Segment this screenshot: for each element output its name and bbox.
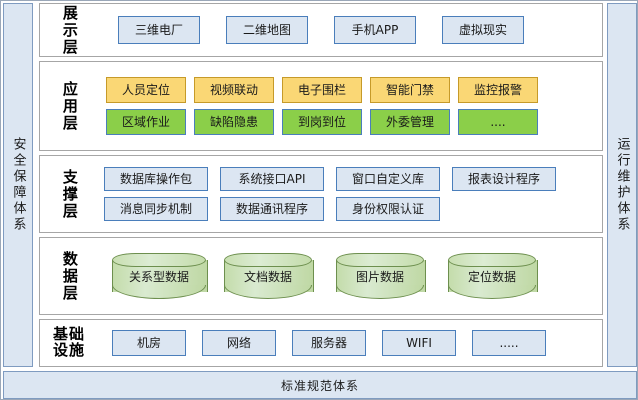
layer-label-presentation: 展示层 xyxy=(40,4,98,56)
node-chip[interactable]: 身份权限认证 xyxy=(336,197,440,221)
bottom-bar-label: 标准规范体系 xyxy=(280,378,359,393)
node-chip-label: 虚拟现实 xyxy=(458,23,507,37)
left-rail-security-assurance: 安全保障体系 xyxy=(3,3,33,367)
node-chip-label: 数据库操作包 xyxy=(119,172,192,186)
layer-label-text: 支撑层 xyxy=(60,168,79,220)
node-chip[interactable]: 数据库操作包 xyxy=(104,167,208,191)
layer-row: 人员定位 视频联动 电子围栏 智能门禁 监控报警 xyxy=(98,77,602,103)
node-chip[interactable]: .... xyxy=(458,109,538,135)
node-chip[interactable]: 人员定位 xyxy=(106,77,186,103)
left-rail-label: 安全保障体系 xyxy=(10,137,26,233)
node-chip-label: ..... xyxy=(499,336,519,350)
layer-support: 支撑层 数据库操作包 系统接口API 窗口自定义库 报表设计程序消息同步机制 数据通讯程序… xyxy=(39,155,603,233)
layer-label-infrastructure: 基础设施 xyxy=(40,320,98,366)
node-chip-label: 外委管理 xyxy=(385,115,434,129)
layer-data: 数据层 关系型数据 文档数据 图片数据 定位数据 xyxy=(39,237,603,315)
node-chip-label: 身份权限认证 xyxy=(351,202,424,216)
layer-infrastructure: 基础设施 机房 网络 服务器 WIFI..... xyxy=(39,319,603,367)
node-chip[interactable]: 消息同步机制 xyxy=(104,197,208,221)
node-chip-label: 系统接口API xyxy=(238,172,306,186)
layer-application: 应用层 人员定位 视频联动 电子围栏 智能门禁 监控报警区域作业 缺陷隐患 到岗到位 外委管理.… xyxy=(39,61,603,151)
cylinder-label: 定位数据 xyxy=(467,269,516,284)
layer-row: 区域作业 缺陷隐患 到岗到位 外委管理.... xyxy=(98,109,602,135)
node-chip-label: 三维电厂 xyxy=(134,23,183,37)
layer-row: 消息同步机制 数据通讯程序 身份权限认证 xyxy=(98,197,602,221)
data-cylinder[interactable]: 图片数据 xyxy=(336,253,426,299)
layer-label-support: 支撑层 xyxy=(40,156,98,232)
node-chip[interactable]: 三维电厂 xyxy=(118,16,200,44)
layer-label-application: 应用层 xyxy=(40,62,98,150)
cylinder-top-ellipse xyxy=(112,253,206,267)
node-chip[interactable]: 手机APP xyxy=(334,16,416,44)
node-chip-label: 网络 xyxy=(226,336,251,350)
data-cylinder[interactable]: 关系型数据 xyxy=(112,253,208,299)
cylinder-top-ellipse xyxy=(448,253,536,267)
node-chip[interactable]: 二维地图 xyxy=(226,16,308,44)
node-chip[interactable]: 数据通讯程序 xyxy=(220,197,324,221)
data-cylinder[interactable]: 文档数据 xyxy=(224,253,314,299)
node-chip[interactable]: 网络 xyxy=(202,330,276,356)
node-chip-label: 二维地图 xyxy=(242,23,291,37)
node-chip[interactable]: 窗口自定义库 xyxy=(336,167,440,191)
node-chip-label: 手机APP xyxy=(351,23,399,37)
node-chip[interactable]: 区域作业 xyxy=(106,109,186,135)
layer-label-text: 数据层 xyxy=(60,250,79,302)
node-chip-label: 智能门禁 xyxy=(385,83,434,97)
layer-body-application: 人员定位 视频联动 电子围栏 智能门禁 监控报警区域作业 缺陷隐患 到岗到位 外委管理.... xyxy=(98,62,602,150)
node-chip-label: 服务器 xyxy=(310,336,347,350)
node-chip-label: 数据通讯程序 xyxy=(235,202,308,216)
cylinder-label: 关系型数据 xyxy=(128,269,189,284)
cylinder-top-ellipse xyxy=(224,253,312,267)
layer-body-data: 关系型数据 文档数据 图片数据 定位数据 xyxy=(98,238,602,314)
layer-label-text: 基础设施 xyxy=(52,325,85,359)
layer-body-support: 数据库操作包 系统接口API 窗口自定义库 报表设计程序消息同步机制 数据通讯程序 身份权… xyxy=(98,156,602,232)
layer-label-text: 展示层 xyxy=(60,4,79,56)
node-chip[interactable]: 虚拟现实 xyxy=(442,16,524,44)
node-chip[interactable]: ..... xyxy=(472,330,546,356)
layer-label-data: 数据层 xyxy=(40,238,98,314)
node-chip-label: 窗口自定义库 xyxy=(351,172,424,186)
node-chip-label: 区域作业 xyxy=(121,115,170,129)
node-chip-label: WIFI xyxy=(406,336,432,350)
node-chip[interactable]: 监控报警 xyxy=(458,77,538,103)
right-rail-label: 运行维护体系 xyxy=(614,137,630,233)
node-chip[interactable]: 服务器 xyxy=(292,330,366,356)
node-chip-label: 报表设计程序 xyxy=(467,172,540,186)
node-chip[interactable]: 机房 xyxy=(112,330,186,356)
node-chip-label: 消息同步机制 xyxy=(119,202,192,216)
node-chip-label: 视频联动 xyxy=(209,83,258,97)
node-chip[interactable]: 智能门禁 xyxy=(370,77,450,103)
node-chip-label: .... xyxy=(490,115,506,129)
node-chip[interactable]: 缺陷隐患 xyxy=(194,109,274,135)
layer-body-infrastructure: 机房 网络 服务器 WIFI..... xyxy=(98,320,602,366)
node-chip-label: 到岗到位 xyxy=(297,115,346,129)
bottom-bar-standard-specification: 标准规范体系 xyxy=(3,371,637,399)
node-chip[interactable]: 报表设计程序 xyxy=(452,167,556,191)
node-chip[interactable]: 外委管理 xyxy=(370,109,450,135)
node-chip-label: 机房 xyxy=(136,336,161,350)
layer-row: 数据库操作包 系统接口API 窗口自定义库 报表设计程序 xyxy=(98,167,602,191)
node-chip-label: 缺陷隐患 xyxy=(209,115,258,129)
layer-row: 三维电厂 二维地图 手机APP 虚拟现实 xyxy=(98,16,602,44)
node-chip[interactable]: 视频联动 xyxy=(194,77,274,103)
right-rail-operation-maintenance: 运行维护体系 xyxy=(607,3,637,367)
node-chip-label: 监控报警 xyxy=(473,83,522,97)
node-chip[interactable]: WIFI xyxy=(382,330,456,356)
layer-label-text: 应用层 xyxy=(60,80,79,132)
node-chip-label: 电子围栏 xyxy=(297,83,346,97)
node-chip-label: 人员定位 xyxy=(121,83,170,97)
node-chip[interactable]: 系统接口API xyxy=(220,167,324,191)
cylinder-label: 文档数据 xyxy=(243,269,292,284)
layer-row: 关系型数据 文档数据 图片数据 定位数据 xyxy=(98,253,602,299)
node-chip[interactable]: 到岗到位 xyxy=(282,109,362,135)
layer-row: 机房 网络 服务器 WIFI..... xyxy=(98,330,602,356)
layer-presentation: 展示层 三维电厂 二维地图 手机APP 虚拟现实 xyxy=(39,3,603,57)
cylinder-label: 图片数据 xyxy=(355,269,404,284)
layer-body-presentation: 三维电厂 二维地图 手机APP 虚拟现实 xyxy=(98,4,602,56)
data-cylinder[interactable]: 定位数据 xyxy=(448,253,538,299)
cylinder-top-ellipse xyxy=(336,253,424,267)
node-chip[interactable]: 电子围栏 xyxy=(282,77,362,103)
